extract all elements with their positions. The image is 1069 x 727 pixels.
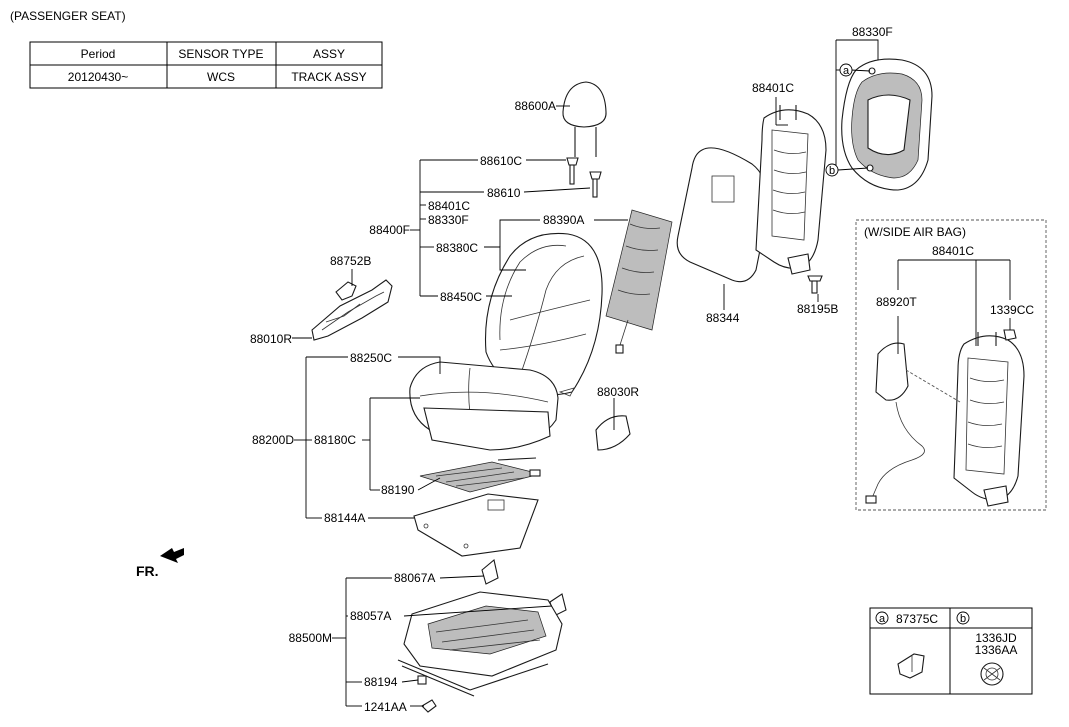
legend-a-letter: a: [879, 613, 886, 625]
clip-a-icon: [897, 653, 925, 679]
front-direction-indicator: FR.: [136, 548, 184, 579]
callout-b: b: [825, 163, 839, 177]
label-88344: 88344: [706, 311, 740, 325]
legend-a-part: 87375C: [896, 612, 938, 626]
legend-b-part-2: 1336AA: [975, 643, 1018, 657]
front-label: FR.: [136, 563, 159, 579]
label-88180C: 88180C: [314, 433, 356, 447]
front-arrow-icon: [160, 548, 184, 563]
label-88400F: 88400F: [369, 223, 410, 237]
leader-lines: [292, 39, 1011, 707]
side-airbag-title: (W/SIDE AIR BAG): [864, 225, 966, 239]
label-88610C: 88610C: [480, 154, 522, 168]
back-panel-drawing: [841, 58, 933, 191]
label-88401C-list: 88401C: [428, 199, 470, 213]
label-1339CC: 1339CC: [990, 303, 1034, 317]
cushion-pad-drawing: [423, 407, 551, 451]
label-88067A: 88067A: [394, 571, 435, 585]
side-airbag-frame-drawing: [953, 332, 1025, 507]
bolt-drawing: [807, 275, 823, 294]
legend-b-part-1: 1336JD: [975, 631, 1017, 645]
trim-cover-drawing: [595, 415, 631, 451]
side-airbag-box: [855, 219, 1047, 511]
label-88330F-list: 88330F: [428, 213, 469, 227]
label-1241AA: 1241AA: [364, 700, 407, 714]
label-88401C-frame: 88401C: [752, 81, 794, 95]
spec-header-sensor-type: SENSOR TYPE: [178, 47, 263, 61]
spec-header-assy: ASSY: [313, 47, 345, 61]
spec-table: Period SENSOR TYPE ASSY 20120430~ WCS TR…: [29, 41, 383, 89]
label-88450C: 88450C: [440, 290, 482, 304]
label-88610: 88610: [487, 186, 521, 200]
side-airbag-module-drawing: [865, 342, 925, 504]
legend-b-letter: b: [960, 613, 966, 625]
spec-cell-period: 20120430~: [68, 70, 128, 84]
spec-header-period: Period: [81, 47, 116, 61]
label-88380C: 88380C: [436, 241, 478, 255]
label-88194: 88194: [364, 675, 398, 689]
label-88500M: 88500M: [289, 631, 332, 645]
callout-b-letter: b: [829, 165, 835, 177]
label-88144A: 88144A: [324, 511, 365, 525]
spec-cell-assy: TRACK ASSY: [291, 70, 366, 84]
legend-box: a 87375C b 1336JD 1336AA: [869, 607, 1033, 695]
label-88752B: 88752B: [330, 254, 371, 268]
label-88190: 88190: [381, 483, 415, 497]
headrest-guide-drawing: [566, 157, 602, 198]
callout-a: a: [839, 63, 853, 77]
diagram-heading: (PASSENGER SEAT): [10, 9, 126, 23]
back-cover-drawing: [484, 232, 603, 397]
cushion-heater-drawing: [419, 457, 541, 493]
label-88330F-top: 88330F: [852, 25, 893, 39]
spec-cell-sensor-type: WCS: [207, 70, 235, 84]
callout-a-letter: a: [843, 65, 850, 77]
label-88920T: 88920T: [876, 295, 917, 309]
label-88030R: 88030R: [597, 385, 639, 399]
label-88390A: 88390A: [543, 213, 584, 227]
cushion-plate-drawing: [413, 493, 539, 557]
label-88057A: 88057A: [350, 609, 391, 623]
headrest-drawing: [562, 81, 607, 157]
back-frame-drawing: [755, 105, 827, 275]
label-88250C: 88250C: [350, 351, 392, 365]
heater-mat-drawing: [605, 209, 673, 354]
label-88600A: 88600A: [515, 99, 556, 113]
clip-drawing: [1003, 329, 1017, 341]
label-88195B: 88195B: [797, 302, 838, 316]
label-88010R: 88010R: [250, 332, 292, 346]
label-88200D: 88200D: [252, 433, 294, 447]
part-labels: 88600A 88610C 88610 88401C 88330F 88400F…: [250, 25, 1034, 714]
back-board-drawing: [676, 147, 769, 283]
side-cover-drawing: [311, 279, 393, 341]
label-88401C-airbag: 88401C: [932, 244, 974, 258]
